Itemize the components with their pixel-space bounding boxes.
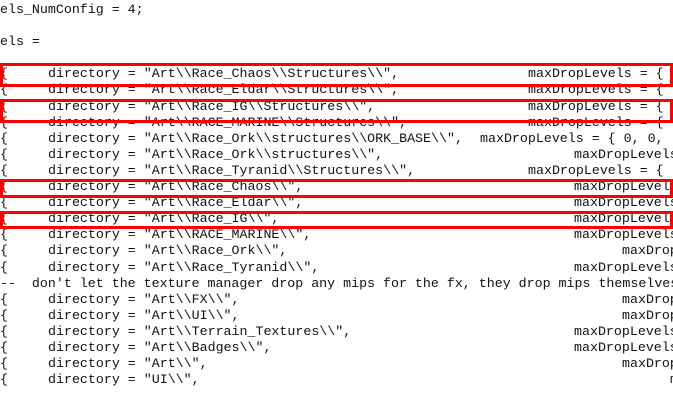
table-entry-line: { directory = "Art\\", maxDrop (0, 356, 673, 372)
open-brace: { (0, 227, 8, 243)
open-brace: { (0, 259, 8, 275)
table-entry-line: { directory = "Art\\Badges\\", maxDropLeve… (0, 340, 673, 356)
max-drop-levels-text: maxDrop (622, 307, 673, 323)
table-entry-line: { directory = "Art\\Race_Ork\\structures\… (0, 147, 673, 163)
table-entry-line: { directory = "Art\\UI\\", maxDrop (0, 308, 673, 324)
open-brace: { (0, 372, 8, 388)
num-config-line: els_NumConfig = 4; (0, 2, 144, 17)
open-brace: { (0, 323, 8, 339)
open-brace: { (0, 130, 8, 146)
highlight-box-chaos (0, 179, 673, 198)
max-drop-levels-text: maxDrop (622, 356, 673, 372)
directory-text: directory = "Art\\Terrain_Textures\\", (48, 323, 352, 339)
directory-text: directory = "Art\\Badges\\", (48, 339, 272, 355)
open-brace: { (0, 211, 8, 227)
max-drop-levels-text: maxDropLevels (574, 179, 673, 195)
directory-text: directory = "Art\\Race_Eldar\\", (48, 195, 304, 211)
table-entry-line: { directory = "Art\\Race_Ork\\", maxDrop (0, 243, 673, 259)
directory-text: directory = "Art\\Race_Ork\\structures\\… (48, 130, 463, 146)
directory-text: directory = "Art\\Race_IG\\", (48, 211, 280, 227)
directory-text: directory = "Art\\Race_Chaos\\", (48, 179, 304, 195)
max-drop-levels-text: maxDropLevels (574, 227, 673, 243)
open-brace: { (0, 307, 8, 323)
open-brace: { (0, 339, 8, 355)
max-drop-levels-text: maxDropLevels (574, 339, 673, 355)
directory-text: directory = "Art\\Race_Tyranid\\", (48, 259, 320, 275)
table-entry-line: { directory = "Art\\Race_Ork\\structures\… (0, 131, 673, 147)
open-brace: { (0, 66, 8, 82)
directory-text: directory = "Art\\FX\\", (48, 291, 240, 307)
max-drop-levels-text: maxDropLevels = { (528, 162, 664, 178)
directory-text: directory = "Art\\", (48, 356, 208, 372)
open-brace: { (0, 243, 8, 259)
code-view: els_NumConfig = 4; els = { directory = "A… (0, 2, 673, 388)
table-entry-line: { directory = "Art\\RACE_MARINE\\", maxDro… (0, 227, 673, 243)
table-entry-line: { directory = "Art\\Race_IG\\", maxDropLev… (0, 211, 673, 227)
open-brace: { (0, 162, 8, 178)
table-entry-line: { directory = "Art\\Race_Chaos\\Structure… (0, 66, 673, 82)
max-drop-levels-text: maxDrop (622, 291, 673, 307)
directory-text: directory = "Art\\Race_Ork\\", (48, 243, 288, 259)
table-entry-line: { directory = "UI\\", m (0, 372, 673, 388)
max-drop-levels-text: maxDropLevels = { (528, 98, 664, 114)
max-drop-levels-text: maxDropLevels (574, 259, 673, 275)
directory-text: directory = "Art\\UI\\", (48, 307, 240, 323)
max-drop-levels-text: maxDropLevels (574, 323, 673, 339)
open-brace: { (0, 291, 8, 307)
open-brace: { (0, 98, 8, 114)
max-drop-levels-text: maxDropLevels = { 0, 0, { (480, 130, 673, 146)
open-brace: { (0, 356, 8, 372)
table-entry-line: { directory = "Art\\Race_Eldar\\", maxDrop… (0, 195, 673, 211)
max-drop-levels-text: m (670, 372, 673, 388)
highlight-box-chaos-structures (0, 63, 673, 87)
table-entry-line: { directory = "Art\\Race_Chaos\\", maxDrop… (0, 179, 673, 195)
table-entry-line: { directory = "Art\\FX\\", maxDrop (0, 292, 673, 308)
highlight-box-ig-structures (0, 99, 673, 123)
highlight-box-ig (0, 211, 673, 229)
table-entry-line: { directory = "Art\\Race_Tyranid\\Structu… (0, 163, 673, 179)
max-drop-levels-text: maxDropLevels (574, 146, 673, 162)
directory-text: directory = "Art\\Race_Ork\\structures\\… (48, 146, 384, 162)
table-entry-line: { directory = "Art\\Terrain_Textures\\", m… (0, 324, 673, 340)
max-drop-levels-text: maxDropLevels (574, 211, 673, 227)
directory-text: directory = "Art\\Race_Tyranid\\Structur… (48, 162, 416, 178)
max-drop-levels-text: maxDrop (622, 243, 673, 259)
max-drop-levels-text: maxDropLevels (574, 195, 673, 211)
table-entry-line: { directory = "Art\\Race_Tyranid\\", maxDr… (0, 260, 673, 276)
open-brace: { (0, 195, 8, 211)
table-entry-line: { directory = "Art\\Race_IG\\Structures\\… (0, 99, 673, 115)
open-brace: { (0, 82, 8, 98)
open-brace: { (0, 179, 8, 195)
directory-text: directory = "Art\\RACE_MARINE\\", (48, 227, 312, 243)
directory-text: directory = "Art\\Race_Chaos\\Structures… (48, 66, 400, 82)
levels-line: els = (0, 34, 40, 50)
directory-text: directory = "Art\\Race_IG\\Structures\\"… (48, 98, 376, 114)
max-drop-levels-text: maxDropLevels = { (528, 66, 664, 82)
open-brace: { (0, 146, 8, 162)
comment-line: -- don't let the texture manager drop an… (0, 275, 673, 291)
blank-line (0, 18, 673, 34)
directory-text: directory = "UI\\", (48, 372, 200, 388)
